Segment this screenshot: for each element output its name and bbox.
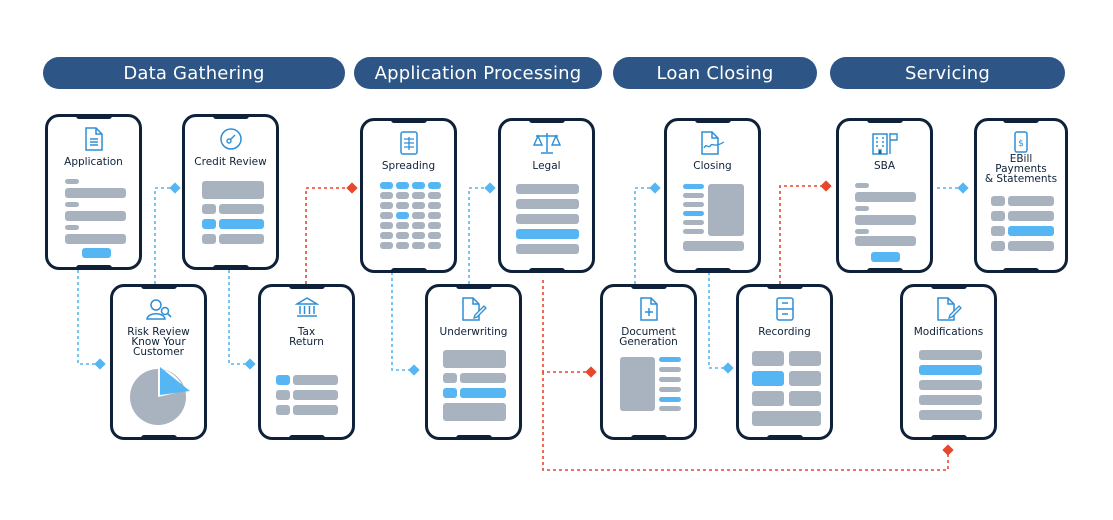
connector-endpoint: [722, 362, 734, 374]
document-signature-icon: [700, 131, 724, 155]
step-spreading: Spreading: [360, 118, 457, 273]
connector-endpoint: [94, 358, 106, 370]
step-title: Application: [64, 156, 123, 168]
step-title: Credit Review: [194, 156, 267, 168]
step-recording: Recording: [736, 284, 833, 440]
stage-label: Loan Closing: [656, 62, 774, 84]
bank-icon: [294, 297, 319, 317]
connector-endpoint: [408, 364, 420, 376]
connector-spreading-underwriting: [391, 272, 414, 371]
document-edit-icon: [461, 297, 487, 321]
stage-label: Servicing: [904, 62, 991, 84]
connector-endpoint: [346, 182, 358, 194]
step-document-generation: Document Generation: [600, 284, 697, 440]
step-underwriting: Underwriting: [425, 284, 522, 440]
step-title-line: Generation: [619, 336, 678, 348]
step-title-line: Payments: [995, 163, 1047, 175]
connector-endpoint: [942, 444, 954, 456]
step-title-line: Know Your: [131, 336, 186, 348]
step-title: Closing: [693, 160, 732, 172]
document-edit-icon: [936, 297, 962, 321]
step-modifications: Modifications: [900, 284, 997, 440]
step-risk-review: Risk Review Know Your Customer: [110, 284, 207, 440]
step-title-line: & Statements: [984, 173, 1058, 185]
connector-endpoint: [585, 366, 597, 378]
step-title-line: Tax: [297, 326, 316, 338]
step-title-line: Customer: [132, 346, 184, 358]
building-flag-icon: [871, 133, 898, 155]
step-credit-review: Credit Review: [182, 114, 279, 270]
connector-endpoint: [244, 358, 256, 370]
step-tax-return: Tax Return: [258, 284, 355, 440]
connector-application-risk: [77, 270, 100, 365]
user-search-icon: [145, 299, 172, 320]
stage-data-gathering: Data Gathering: [43, 57, 345, 89]
cabinet-icon: [775, 297, 794, 321]
step-title-line: Document: [621, 326, 676, 338]
stage-loan-closing: Loan Closing: [613, 57, 817, 89]
pie-graphic: [130, 367, 190, 425]
step-ebill: $ EBill Payments & Statements: [974, 118, 1068, 273]
step-title: Legal: [532, 160, 561, 172]
document-icon: [84, 127, 103, 151]
connector-underwriting-legal: [468, 187, 490, 284]
phone-dollar-icon: $: [1014, 131, 1028, 153]
document-plus-icon: [639, 297, 658, 321]
step-title: Modifications: [913, 326, 984, 338]
connector-credit-tax: [228, 270, 250, 365]
scales-icon: [532, 133, 561, 154]
svg-text:$: $: [1018, 139, 1024, 149]
connector-legal-modifications: [542, 372, 949, 471]
stage-label: Application Processing: [374, 62, 582, 84]
connector-endpoint: [957, 182, 969, 194]
connector-endpoint: [169, 182, 181, 194]
step-title: SBA: [873, 160, 896, 172]
step-title: Recording: [758, 326, 811, 338]
connector-risk-credit: [154, 187, 175, 284]
connector-closing-recording: [708, 272, 728, 369]
step-title: Underwriting: [439, 326, 508, 338]
connector-endpoint: [484, 182, 496, 194]
step-application: Application: [45, 114, 142, 270]
step-title: Spreading: [381, 160, 436, 172]
spreadsheet-icon: [399, 131, 418, 155]
connector-docgen-closing: [634, 187, 655, 284]
step-title-line: Return: [289, 336, 324, 348]
step-closing: Closing: [664, 118, 761, 273]
step-legal: Legal: [498, 118, 595, 273]
connector-endpoint: [649, 182, 661, 194]
connector-tax-spreading: [305, 187, 352, 284]
step-sba: SBA: [836, 118, 933, 273]
stage-label: Data Gathering: [123, 62, 265, 84]
connector-recording-sba: [779, 185, 826, 284]
connector-endpoint: [820, 180, 832, 192]
step-title-line: Risk Review: [127, 326, 190, 338]
step-title-line: EBill: [1009, 153, 1033, 165]
stage-servicing: Servicing: [830, 57, 1065, 89]
connector-legal-docgen: [542, 280, 591, 373]
gauge-icon: [219, 128, 242, 150]
stage-application-processing: Application Processing: [354, 57, 602, 89]
